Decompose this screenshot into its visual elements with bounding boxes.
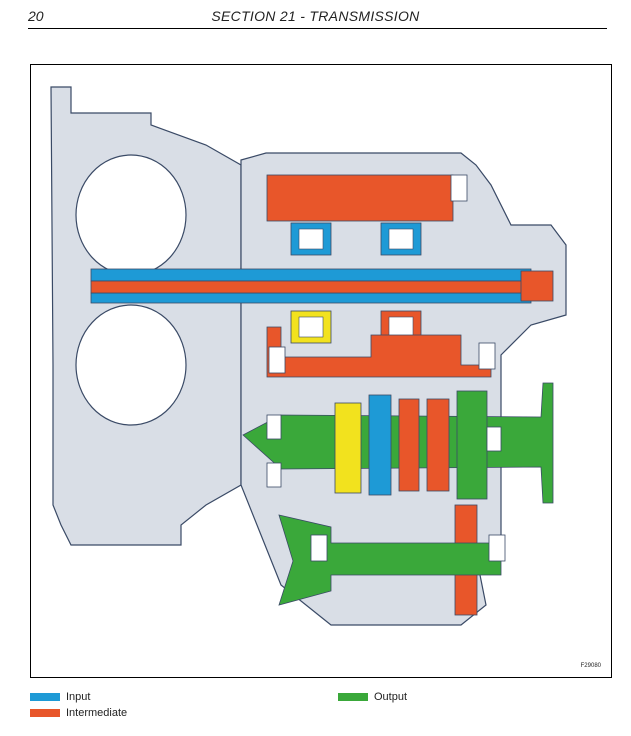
input-shaft-rear: [90, 292, 532, 304]
countershaft-gear-orange-2: [426, 398, 450, 492]
legend-swatch-input: [30, 693, 60, 701]
header-rule: [28, 28, 607, 29]
page-header: 20 SECTION 21 - TRANSMISSION: [0, 0, 631, 29]
section-title: SECTION 21 - TRANSMISSION: [211, 8, 420, 24]
page-number: 20: [28, 8, 44, 24]
bearing-1: [450, 174, 468, 202]
bearing-6: [486, 426, 502, 452]
bearing-4: [266, 414, 282, 440]
bearing-7: [310, 534, 328, 562]
converter-upper-bulb: [75, 154, 187, 276]
countershaft-gear-blue: [368, 394, 392, 496]
legend-label-input: Input: [66, 691, 91, 703]
bearing-3: [478, 342, 496, 370]
intermediate-output-coupling: [520, 270, 554, 302]
transmission-cross-section-figure: F29080: [30, 64, 612, 678]
legend-swatch-intermediate: [30, 709, 60, 717]
converter-lower-bulb: [75, 304, 187, 426]
input-shaft: [90, 268, 532, 282]
countershaft-gear-green: [456, 390, 488, 500]
legend-item-intermediate: Intermediate: [30, 706, 127, 720]
transmission-diagram: [50, 86, 567, 626]
bearing-8: [488, 534, 506, 562]
figure-code: F29080: [580, 663, 601, 669]
intermediate-upper-drum: [266, 174, 454, 222]
legend-swatch-output: [338, 693, 368, 701]
output-yoke-shaft: [278, 514, 502, 606]
legend-label-output: Output: [374, 691, 408, 703]
legend-item-input: Input: [30, 690, 90, 704]
bearing-2: [268, 346, 286, 374]
legend-item-output: Output: [338, 690, 407, 704]
intermediate-main-shaft: [90, 280, 532, 294]
countershaft-gear-yellow: [334, 402, 362, 494]
legend-label-intermediate: Intermediate: [66, 707, 128, 719]
bearing-5: [266, 462, 282, 488]
countershaft-gear-orange-1: [398, 398, 420, 492]
